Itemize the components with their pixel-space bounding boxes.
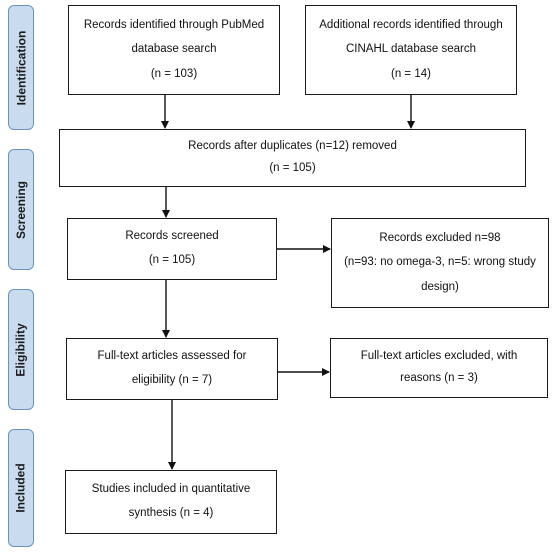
phase-screening: Screening (8, 149, 34, 270)
box-pubmed-line-3: (n = 103) (150, 67, 198, 80)
box-pubmed-line-2: database search (131, 43, 217, 56)
box-included-line-2: synthesis (n = 4) (128, 507, 214, 520)
box-excluded-line-2: (n=93: no omega-3, n=5: wrong study (344, 256, 536, 269)
box-cinahl-line-3: (n = 14) (391, 67, 431, 80)
box-cinahl-line-1: Additional records identified through (319, 18, 503, 31)
box-screened-line-1: Records screened (125, 230, 219, 243)
box-fulltext-excluded-line-2: reasons (n = 3) (400, 372, 478, 385)
box-records-excluded: Records excluded n=98 (n=93: no omega-3,… (331, 218, 549, 308)
box-fulltext-line-1: Full-text articles assessed for (97, 350, 247, 363)
box-cinahl-line-2: CINAHL database search (346, 43, 476, 56)
box-duplicates-line-2: (n = 105) (269, 162, 316, 175)
phase-eligibility: Eligibility (8, 289, 34, 410)
box-excluded-line-1: Records excluded n=98 (379, 231, 501, 244)
box-duplicates-line-1: Records after duplicates (n=12) removed (188, 140, 397, 153)
box-records-screened: Records screened (n = 105) (67, 218, 277, 280)
box-fulltext-excluded: Full-text articles excluded, with reason… (330, 338, 548, 398)
box-studies-included: Studies included in quantitative synthes… (65, 470, 277, 534)
box-pubmed-line-1: Records identified through PubMed (83, 18, 265, 31)
box-pubmed-records: Records identified through PubMed databa… (68, 5, 280, 95)
box-fulltext-assessed: Full-text articles assessed for eligibil… (66, 338, 278, 400)
box-fulltext-line-2: eligibility (n = 7) (131, 373, 213, 386)
box-after-duplicates: Records after duplicates (n=12) removed … (59, 129, 526, 187)
box-fulltext-excluded-line-1: Full-text articles excluded, with (360, 349, 518, 362)
box-excluded-line-3: design) (421, 280, 459, 293)
phase-included: Included (8, 429, 34, 547)
box-cinahl-records: Additional records identified through CI… (305, 5, 517, 95)
phase-identification: Identification (8, 5, 34, 130)
box-screened-line-2: (n = 105) (148, 253, 196, 266)
box-included-line-1: Studies included in quantitative (91, 483, 251, 496)
